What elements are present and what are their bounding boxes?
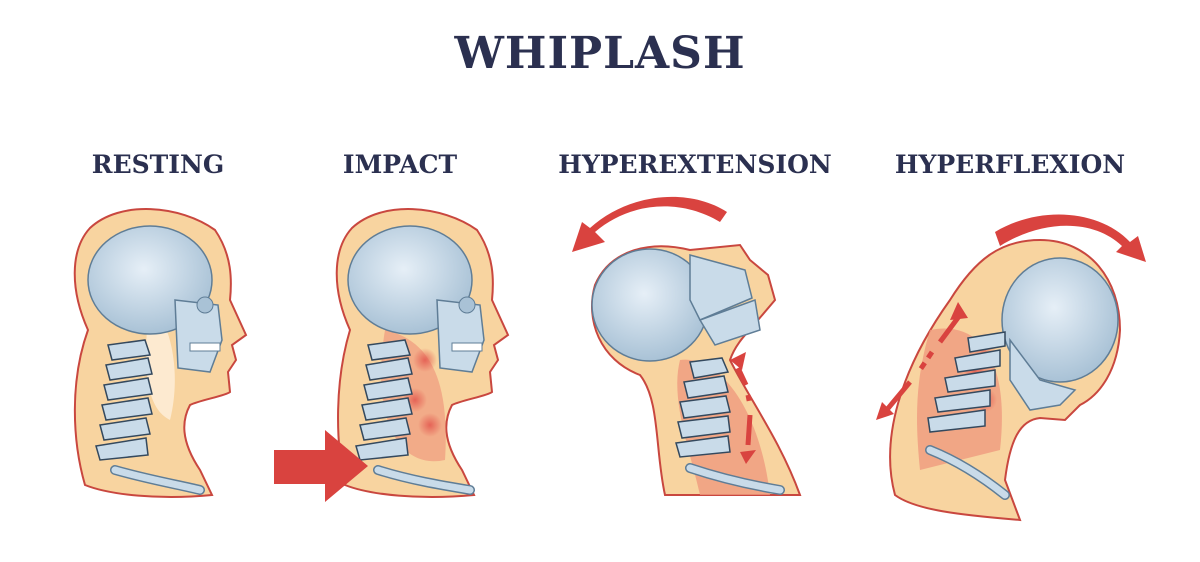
skull-icon xyxy=(1001,257,1119,383)
panel-hyperextension xyxy=(572,196,802,496)
curved-arrow-left-icon xyxy=(572,196,727,252)
curved-arrow-right-icon xyxy=(995,214,1146,262)
panel-resting xyxy=(73,208,248,498)
panel-hyperflexion xyxy=(876,214,1146,522)
cervical-spine xyxy=(675,357,731,458)
panel-impact xyxy=(274,208,510,502)
cervical-spine xyxy=(355,339,413,461)
diagram-title: WHIPLASH xyxy=(454,28,746,79)
label-hyperextension: HYPEREXTENSION xyxy=(558,150,832,179)
label-resting: RESTING xyxy=(91,150,225,179)
cervical-spine xyxy=(95,339,153,461)
label-impact: IMPACT xyxy=(342,150,458,179)
stretch-arrow-icon xyxy=(883,313,963,414)
cervical-spine xyxy=(927,331,1006,433)
impact-arrow-icon xyxy=(274,430,368,502)
label-hyperflexion: HYPERFLEXION xyxy=(894,150,1126,179)
stretch-arrow-icon xyxy=(735,366,753,446)
